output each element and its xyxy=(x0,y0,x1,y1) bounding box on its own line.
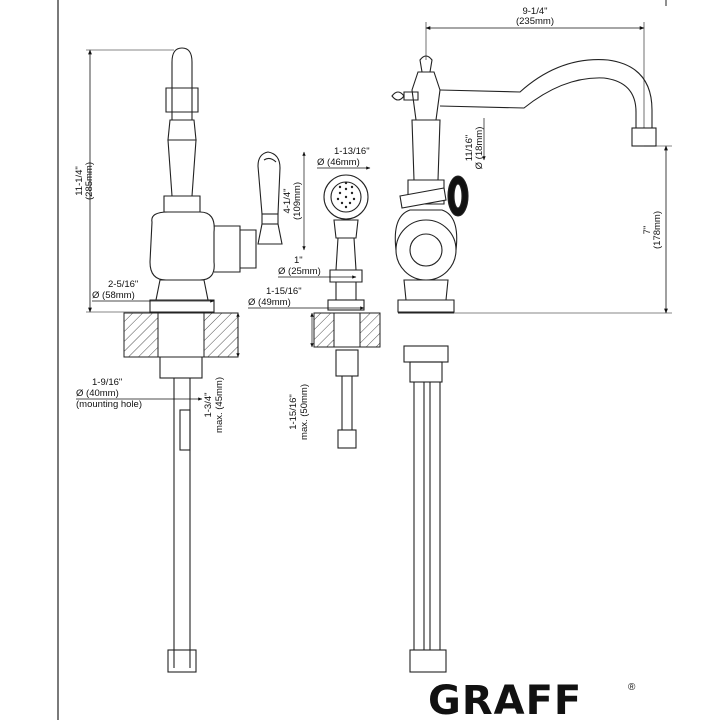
max-thickness-left-mm: max. (45mm) xyxy=(214,377,225,433)
spray-base-frac: 1-15/16" xyxy=(266,286,302,297)
dimension-mounting-hole: 1-9/16" Ø (40mm) (mounting hole) xyxy=(76,377,203,410)
dimension-spray-head: 1-13/16" Ø (46mm) xyxy=(317,146,371,170)
mount-hole-note: (mounting hole) xyxy=(76,399,142,410)
max-thickness-spray-mm: max. (50mm) xyxy=(299,384,310,440)
base-dia-frac: 2-5/16" xyxy=(108,279,138,290)
spray-head-mm: Ø (46mm) xyxy=(317,157,360,168)
side-spray-drawing xyxy=(323,174,369,449)
aerator-mm: Ø (18mm) xyxy=(474,127,485,170)
mount-hole-mm: Ø (40mm) xyxy=(76,388,119,399)
logo-text: GRAFF xyxy=(428,678,582,720)
dimension-base-diameter: 2-5/16" Ø (58mm) xyxy=(92,279,215,303)
spout-height-mm: (178mm) xyxy=(652,211,663,249)
dimension-spray-base: 1-15/16" Ø (49mm) xyxy=(248,286,365,310)
spray-base-mm: Ø (49mm) xyxy=(248,297,291,308)
spray-face-holes xyxy=(336,181,356,209)
lever-handle-drawing xyxy=(257,151,283,245)
dimension-max-thickness-left: 1-3/4" max. (45mm) xyxy=(203,312,240,433)
dimension-overall-height: 11-1/4" (285mm) xyxy=(74,49,174,313)
faucet-front-view xyxy=(149,47,257,673)
spout-reach-mm: (235mm) xyxy=(516,16,554,27)
dimension-handle-height: 4-1/4" (109mm) xyxy=(282,151,306,251)
max-thickness-spray-frac: 1-15/16" xyxy=(288,394,299,430)
spout-height-frac: 7" xyxy=(642,226,653,235)
registered-mark: ® xyxy=(628,682,636,693)
overall-height-mm: (285mm) xyxy=(84,162,95,200)
overall-height-frac: 11-1/4" xyxy=(74,166,85,196)
mount-hole-frac: 1-9/16" xyxy=(92,377,122,388)
handle-height-frac: 4-1/4" xyxy=(282,188,293,213)
base-dia-mm: Ø (58mm) xyxy=(92,290,135,301)
handle-height-mm: (109mm) xyxy=(292,182,303,220)
dimension-spout-reach: 9-1/4" (235mm) xyxy=(425,6,645,128)
dimension-max-thickness-spray: 1-15/16" max. (50mm) xyxy=(288,312,314,440)
aerator-frac: 11/16" xyxy=(464,135,475,161)
spray-head-frac: 1-13/16" xyxy=(334,146,370,157)
max-thickness-left-frac: 1-3/4" xyxy=(203,392,214,417)
mount-hole-spray xyxy=(333,312,361,348)
spray-neck-frac: 1" xyxy=(294,255,303,266)
spout-reach-frac: 9-1/4" xyxy=(522,6,547,17)
dimension-aerator: 11/16" Ø (18mm) xyxy=(464,118,486,170)
dimension-spout-height: 7" (178mm) xyxy=(454,145,672,314)
spray-neck-mm: Ø (25mm) xyxy=(278,266,321,277)
mount-hole-left xyxy=(157,312,205,358)
brand-logo: GRAFF ® xyxy=(428,678,636,724)
dimension-spray-neck: 1" Ø (25mm) xyxy=(278,255,357,279)
side-lever-drawing xyxy=(399,175,469,217)
faucet-side-view xyxy=(391,55,657,673)
